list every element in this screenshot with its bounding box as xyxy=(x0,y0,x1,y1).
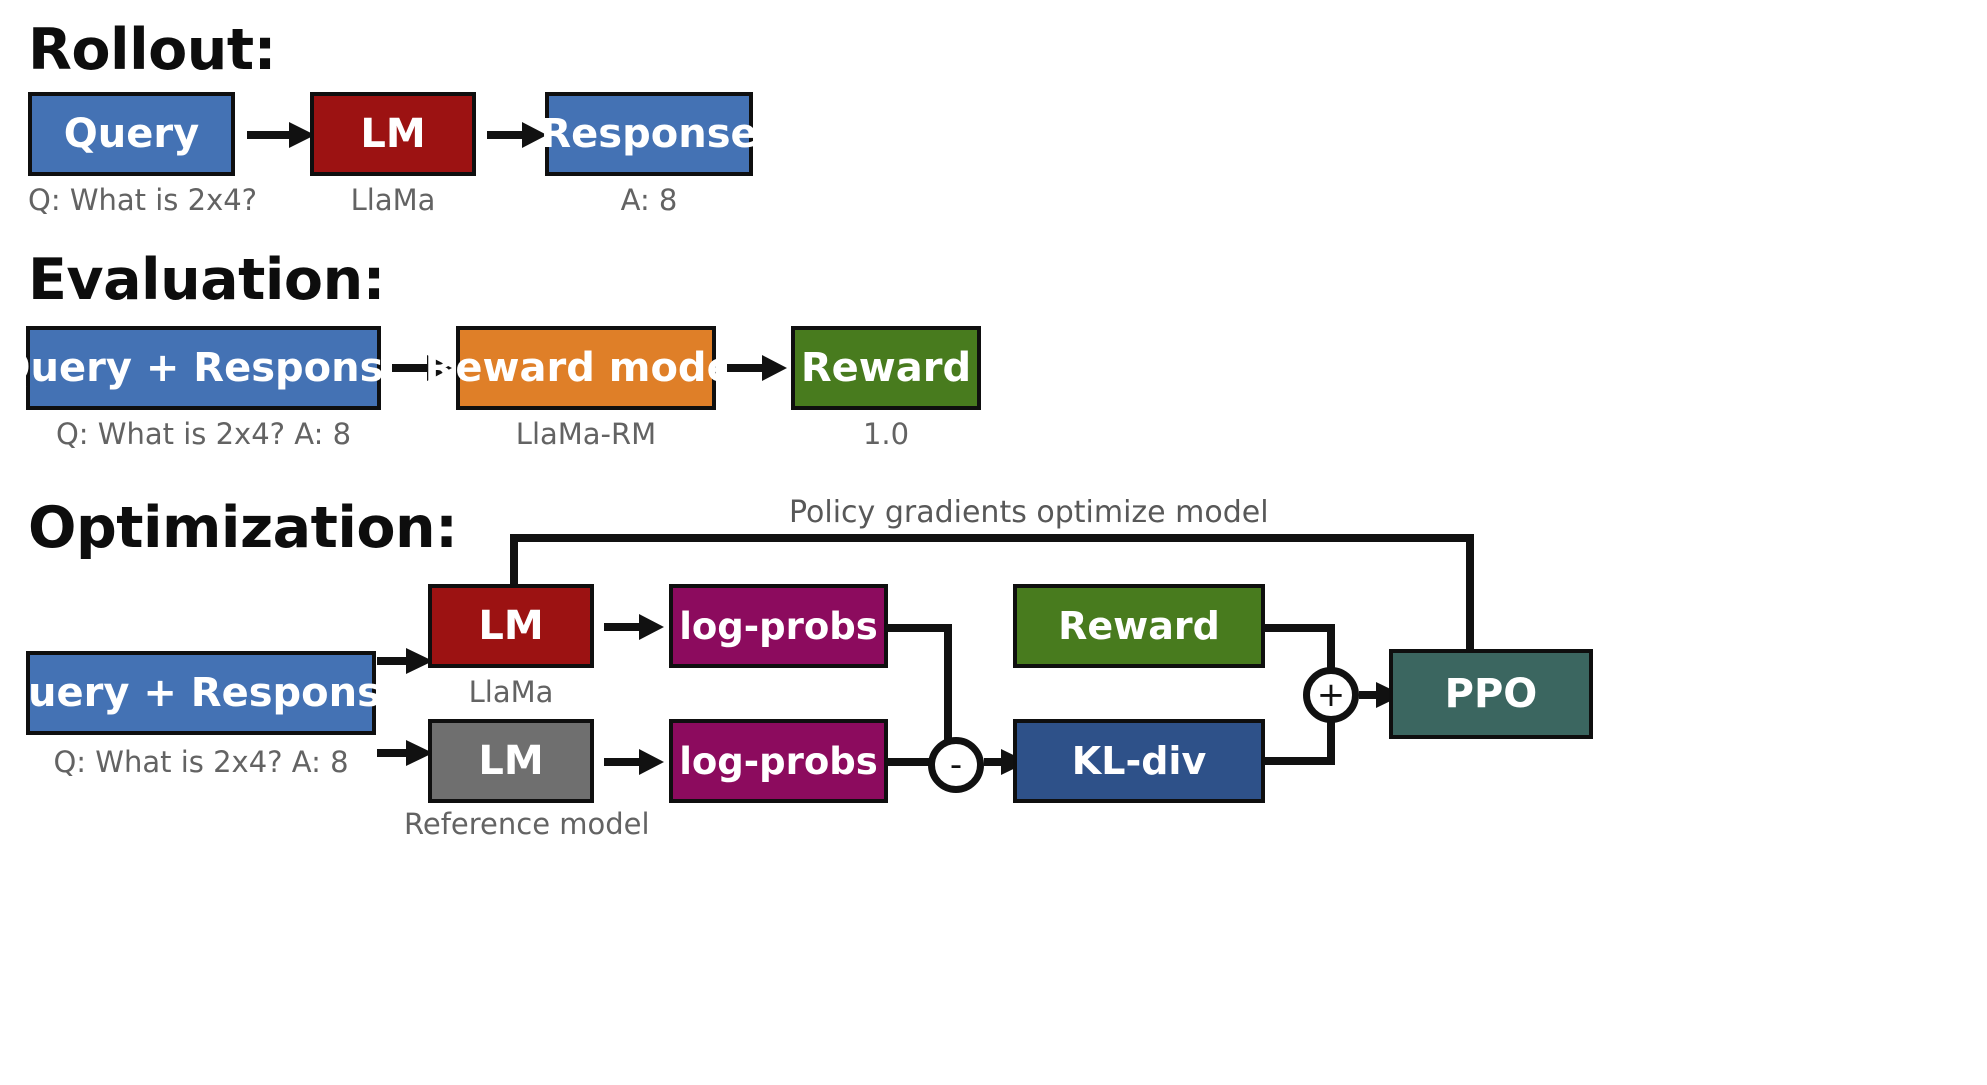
optimization-logprobs-reference-label: log-probs xyxy=(679,739,878,783)
rollout-lm-box: LM xyxy=(310,92,476,176)
optimization-kl-div-label: KL-div xyxy=(1071,739,1207,783)
optimization-policy-lm-caption: LlaMa xyxy=(468,675,554,709)
rollout-query-caption: Q: What is 2x4? xyxy=(28,183,258,217)
evaluation-reward-model-box: Reward model xyxy=(425,326,747,410)
optimization-policy-lm-label: LM xyxy=(478,603,544,649)
rollout-response-label: Response xyxy=(540,111,758,157)
optimization-input-box: Query + Response xyxy=(0,651,408,735)
optimization-logprobs-reference-box: log-probs xyxy=(669,719,888,803)
optimization-reward-box: Reward xyxy=(1013,584,1265,668)
evaluation-reward-caption: 1.0 xyxy=(862,417,910,451)
optimization-logprobs-policy-box: log-probs xyxy=(669,584,888,668)
optimization-ppo-box: PPO xyxy=(1389,649,1593,739)
evaluation-reward-box: Reward xyxy=(791,326,981,410)
optimization-policy-lm-box: LM xyxy=(428,584,594,668)
evaluation-input-label: Query + Response xyxy=(0,345,411,391)
optimization-reference-lm-caption: Reference model xyxy=(404,807,650,841)
policy-gradient-annotation: Policy gradients optimize model xyxy=(789,495,1269,530)
optimization-logprobs-policy-label: log-probs xyxy=(679,604,878,648)
optimization-input-caption: Q: What is 2x4? A: 8 xyxy=(53,745,349,779)
optimization-arrow-policy-lm-to-logprobs xyxy=(604,614,664,640)
section-title-evaluation: Evaluation: xyxy=(28,247,385,313)
minus-op-symbol: - xyxy=(949,745,963,785)
section-title-optimization: Optimization: xyxy=(28,495,458,561)
rollout-query-box: Query xyxy=(28,92,235,176)
rollout-query-label: Query xyxy=(63,111,200,157)
evaluation-reward-label: Reward xyxy=(800,345,972,391)
rollout-lm-label: LM xyxy=(360,111,426,157)
rollout-response-caption: A: 8 xyxy=(620,183,678,217)
optimization-reference-lm-box: LM xyxy=(428,719,594,803)
optimization-reference-lm-label: LM xyxy=(478,738,544,784)
feedback-arrow-ppo-to-lm xyxy=(500,534,1474,655)
plus-op-symbol: + xyxy=(1316,675,1346,715)
connector-kl-to-plus xyxy=(1263,718,1335,765)
optimization-arrow-reference-lm-to-logprobs xyxy=(604,749,664,775)
plus-op-circle: + xyxy=(1303,667,1359,723)
evaluation-input-box: Query + Response xyxy=(0,326,411,410)
optimization-input-label: Query + Response xyxy=(0,670,409,716)
rollout-response-box: Response xyxy=(540,92,758,176)
evaluation-reward-model-label: Reward model xyxy=(424,345,748,391)
section-title-rollout: Rollout: xyxy=(28,17,276,83)
evaluation-input-caption: Q: What is 2x4? A: 8 xyxy=(55,417,352,451)
minus-op-circle: - xyxy=(928,737,984,793)
rollout-lm-caption: LlaMa xyxy=(350,183,436,217)
evaluation-reward-model-caption: LlaMa-RM xyxy=(515,417,657,451)
connector-logprobs-reference-to-minus xyxy=(886,758,932,766)
rollout-arrow-query-to-lm xyxy=(247,122,315,148)
optimization-ppo-label: PPO xyxy=(1444,671,1538,717)
optimization-kl-div-box: KL-div xyxy=(1013,719,1265,803)
optimization-reward-label: Reward xyxy=(1058,604,1220,648)
